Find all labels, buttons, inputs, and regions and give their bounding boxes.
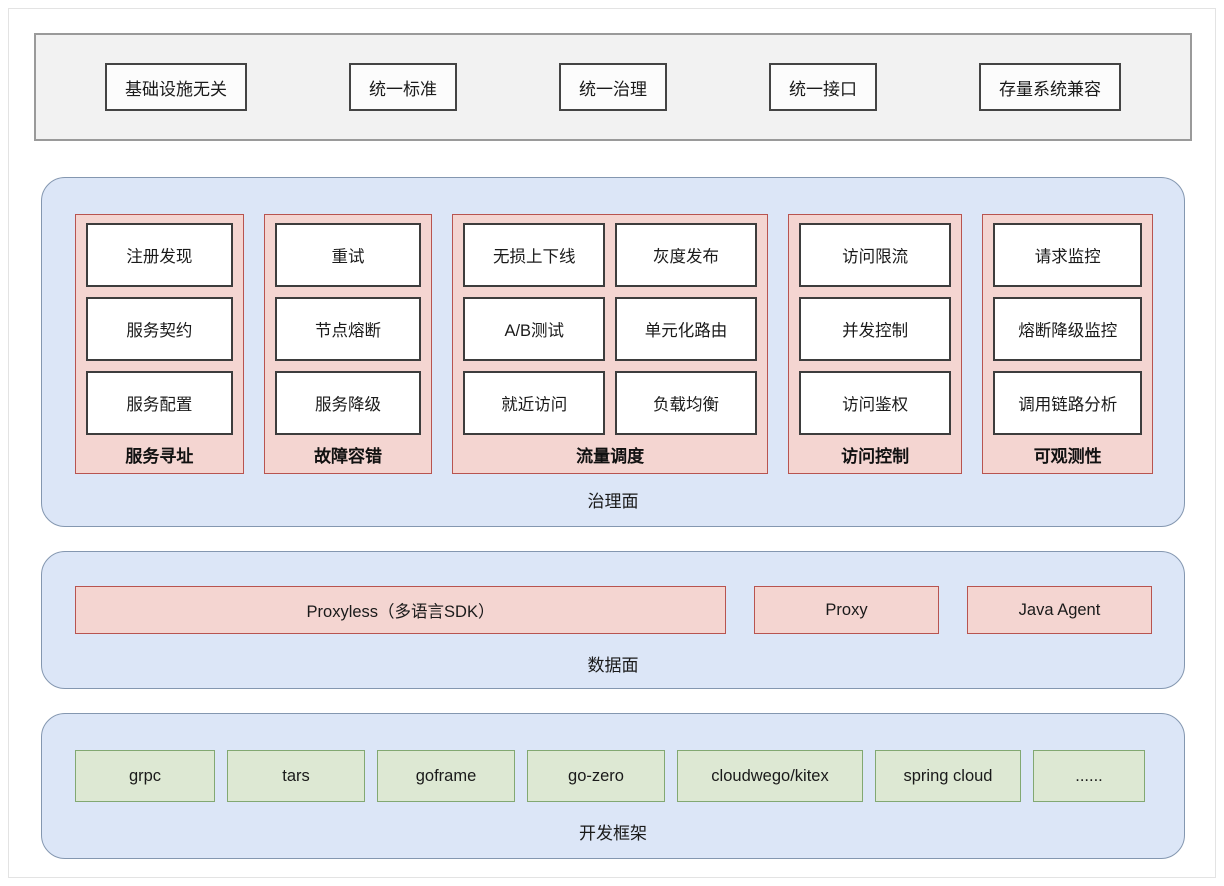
governance-group-label: 访问控制 (841, 446, 910, 466)
governance-group-items: 重试节点熔断服务降级 (274, 223, 422, 435)
governance-capability-box: 灰度发布 (615, 223, 757, 287)
governance-plane-label: 治理面 (587, 492, 639, 511)
governance-group: 注册发现服务契约服务配置服务寻址 (75, 214, 244, 474)
governance-capability-box: 就近访问 (463, 371, 606, 435)
principle-box: 统一治理 (559, 63, 667, 111)
governance-group: 请求监控熔断降级监控调用链路分析可观测性 (982, 214, 1154, 474)
governance-group: 访问限流并发控制访问鉴权访问控制 (787, 214, 963, 474)
framework-box: goframe (377, 750, 515, 802)
governance-capability-box: 服务配置 (86, 371, 233, 435)
framework-box: go-zero (527, 750, 665, 802)
governance-group-items: 访问限流并发控制访问鉴权 (798, 223, 952, 435)
data-plane-box: Proxyless（多语言SDK） (75, 586, 726, 634)
principle-box: 存量系统兼容 (979, 63, 1121, 111)
governance-capability-box: 访问鉴权 (798, 371, 952, 435)
governance-group-label: 服务寻址 (125, 446, 194, 466)
principle-box: 统一接口 (769, 63, 877, 111)
framework-panel-label: 开发框架 (579, 824, 647, 843)
governance-capability-box: 负载均衡 (615, 371, 757, 435)
governance-capability-box: 重试 (274, 223, 422, 287)
principles-bar: 基础设施无关 统一标准 统一治理 统一接口 存量系统兼容 (34, 33, 1192, 141)
governance-group-label: 故障容错 (314, 446, 383, 466)
governance-capability-box: 服务契约 (86, 297, 233, 361)
diagram-frame: 基础设施无关 统一标准 统一治理 统一接口 存量系统兼容 注册发现服务契约服务配置服务寻… (8, 8, 1216, 878)
governance-capability-box: 请求监控 (993, 223, 1143, 287)
governance-group: 重试节点熔断服务降级故障容错 (263, 214, 433, 474)
governance-capability-box: 调用链路分析 (993, 371, 1143, 435)
data-plane-box: Java Agent (967, 586, 1152, 634)
governance-capability-box: 注册发现 (86, 223, 233, 287)
principle-box: 统一标准 (349, 63, 457, 111)
governance-capability-box: 服务降级 (274, 371, 422, 435)
governance-capability-box: 访问限流 (798, 223, 952, 287)
governance-group-label: 可观测性 (1033, 446, 1102, 466)
governance-capability-box: 无损上下线 (463, 223, 606, 287)
governance-group-items: 注册发现服务契约服务配置 (86, 223, 233, 435)
framework-box: cloudwego/kitex (677, 750, 863, 802)
data-plane-panel: Proxyless（多语言SDK） Proxy Java Agent 数据面 (41, 551, 1185, 689)
governance-capability-box: 熔断降级监控 (993, 297, 1143, 361)
governance-capability-box: 并发控制 (798, 297, 952, 361)
principle-box: 基础设施无关 (105, 63, 247, 111)
governance-capability-box: A/B测试 (463, 297, 606, 361)
framework-box: spring cloud (875, 750, 1021, 802)
framework-box: ...... (1033, 750, 1145, 802)
framework-box: grpc (75, 750, 215, 802)
governance-capability-box: 单元化路由 (615, 297, 757, 361)
governance-group-items: 请求监控熔断降级监控调用链路分析 (993, 223, 1143, 435)
data-plane-label: 数据面 (587, 656, 639, 675)
governance-capability-box: 节点熔断 (274, 297, 422, 361)
data-plane-item-list: Proxyless（多语言SDK） Proxy Java Agent (75, 586, 1153, 634)
data-plane-box: Proxy (754, 586, 939, 634)
governance-group-label: 流量调度 (576, 446, 645, 466)
framework-box: tars (227, 750, 365, 802)
